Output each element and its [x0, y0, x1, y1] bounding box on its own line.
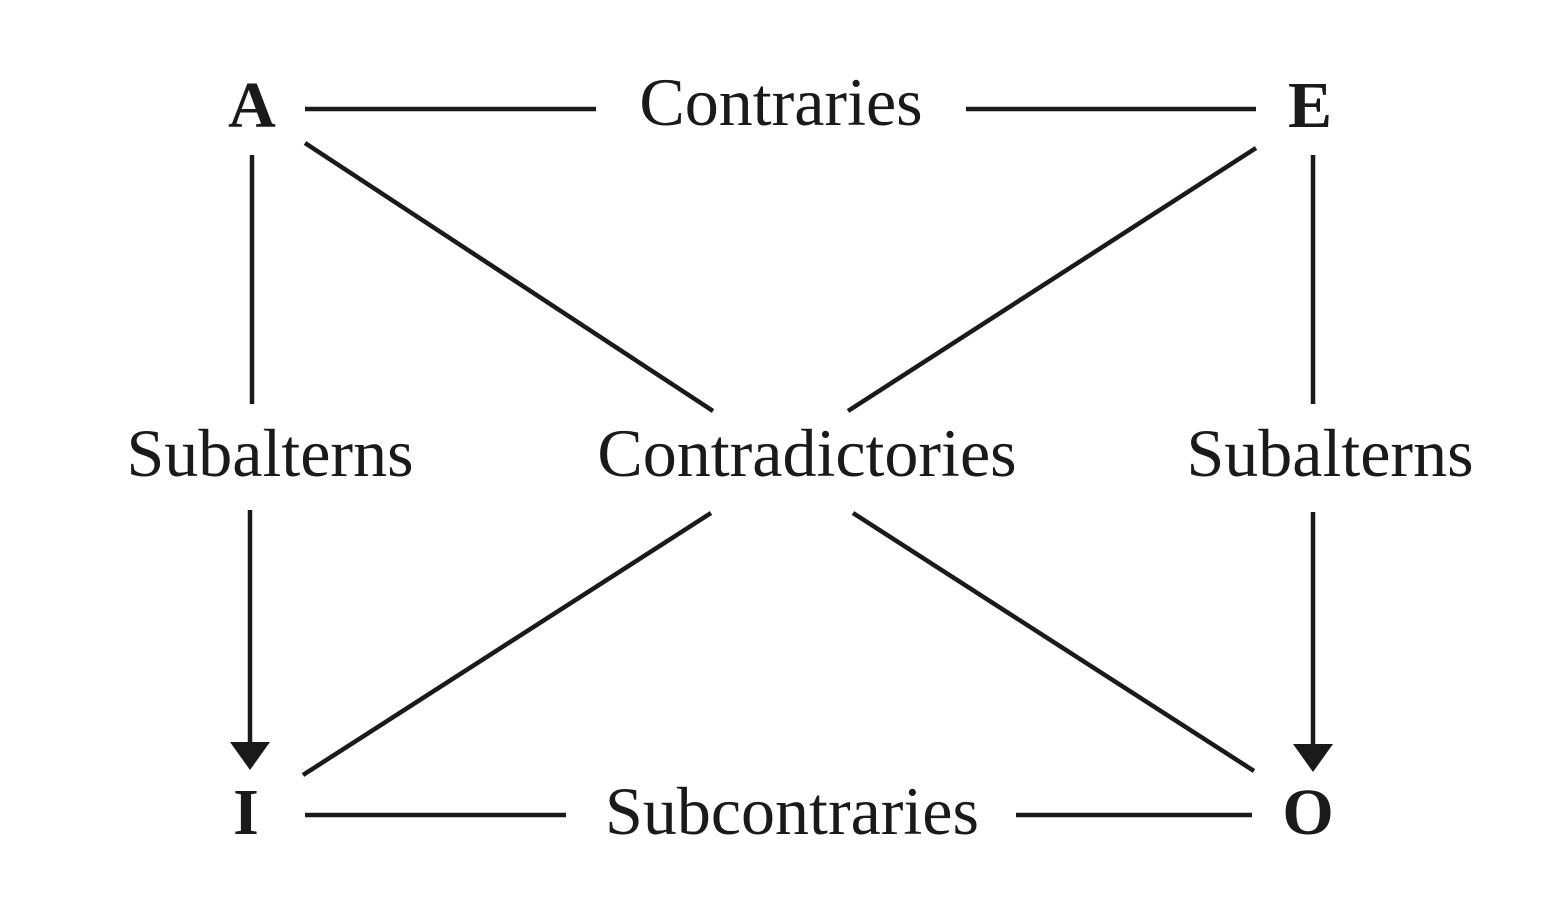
edge-contradictory-i-lower	[301, 511, 713, 777]
corner-label-i: I	[233, 776, 259, 849]
label-subalterns-right: Subalterns	[1186, 415, 1473, 491]
label-subalterns-left: Subalterns	[126, 415, 413, 491]
arrowhead-left	[230, 742, 270, 770]
label-subcontraries: Subcontraries	[605, 773, 979, 849]
arrowhead-right	[1293, 744, 1333, 772]
edge-contradictory-o-lower	[851, 511, 1256, 773]
label-contradictories: Contradictories	[597, 415, 1016, 491]
corner-label-o: O	[1282, 776, 1333, 849]
label-contraries: Contraries	[639, 64, 922, 140]
edge-contradictory-e-upper	[846, 146, 1258, 413]
corner-label-a: A	[228, 69, 276, 142]
edge-contradictory-a-upper	[303, 141, 715, 413]
corner-label-e: E	[1288, 69, 1332, 142]
